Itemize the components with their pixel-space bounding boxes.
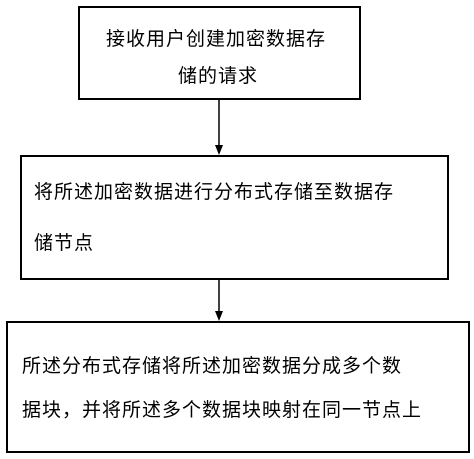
- step-1-text-line-1: 接收用户创建加密数据存: [106, 28, 327, 50]
- step-box-split-and-map-blocks: 所述分布式存储将所述加密数据分成多个数 据块，并将所述多个数据块映射在同一节点上: [6, 321, 470, 453]
- step-2-text-line-2: 储节点: [34, 232, 95, 254]
- step-box-receive-request: 接收用户创建加密数据存 储的请求: [78, 6, 361, 100]
- step-box-distributed-storage: 将所述加密数据进行分布式存储至数据存 储节点: [20, 155, 449, 280]
- step-1-text-line-2: 储的请求: [178, 65, 259, 87]
- step-2-text-line-1: 将所述加密数据进行分布式存储至数据存: [34, 181, 395, 203]
- step-3-text-line-1: 所述分布式存储将所述加密数据分成多个数: [22, 355, 403, 377]
- arrow-step1-to-step2: [215, 100, 223, 155]
- step-3-text-line-2: 据块，并将所述多个数据块映射在同一节点上: [22, 399, 423, 421]
- arrow-step2-to-step3: [215, 280, 223, 321]
